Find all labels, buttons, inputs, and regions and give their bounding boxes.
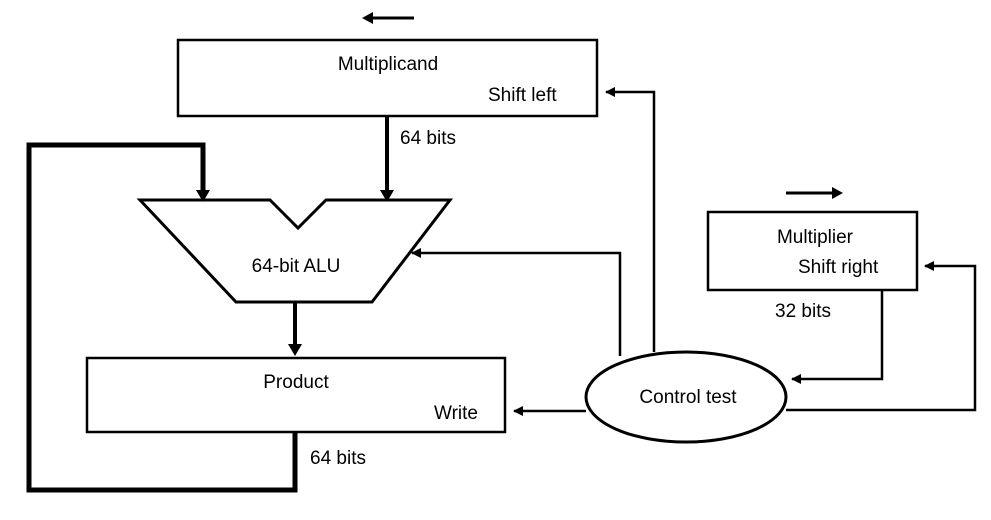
multiplicand-to-alu-path xyxy=(380,116,394,202)
product-register: Product Write xyxy=(85,356,507,434)
control-to-multiplier-path xyxy=(786,261,977,412)
alu-label: 64-bit ALU xyxy=(252,256,341,277)
product-label: Product xyxy=(263,372,329,393)
multiplicand-width-label: 64 bits xyxy=(400,128,456,149)
product-width-label: 64 bits xyxy=(310,448,366,469)
product-feedback-path xyxy=(26,142,298,493)
multiplicand-shift-direction-arrow-icon xyxy=(362,12,414,24)
control-to-alu-path xyxy=(411,248,622,356)
multiplicand-label: Multiplicand xyxy=(338,54,438,75)
multiplicand-shift-left-label: Shift left xyxy=(488,85,557,106)
control-test-unit: Control test xyxy=(584,350,788,444)
alu-to-product-path xyxy=(288,302,302,356)
multiplier-to-control-path xyxy=(791,290,884,384)
control-test-label: Control test xyxy=(639,387,737,408)
control-to-multiplicand-path xyxy=(605,87,656,352)
alu-unit: 64-bit ALU xyxy=(136,198,454,304)
product-write-label: Write xyxy=(434,403,478,424)
multiplier-label: Multiplier xyxy=(777,227,854,248)
multiplier-register: Multiplier Shift right xyxy=(706,210,919,292)
multiplicand-register: Multiplicand Shift left xyxy=(176,38,599,118)
multiplier-shift-direction-arrow-icon xyxy=(786,187,843,199)
multiplier-shift-right-label: Shift right xyxy=(798,257,879,278)
multiplier-width-label: 32 bits xyxy=(775,301,831,322)
